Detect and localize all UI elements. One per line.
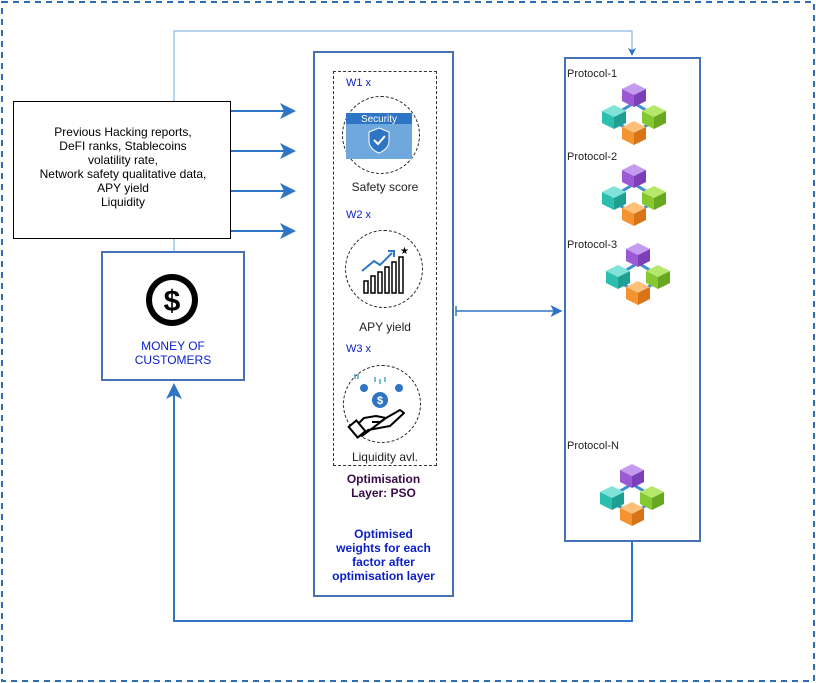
optimisation-note-line: weights for each bbox=[336, 541, 431, 555]
input-data-text: Previous Hacking reports, DeFI ranks, St… bbox=[14, 125, 232, 209]
liquidity-circle: $ bbox=[343, 365, 421, 443]
blockchain-cubes-icon bbox=[600, 464, 664, 526]
input-line: DeFI ranks, Stablecoins bbox=[59, 139, 187, 153]
optimisation-title-line2: Layer: PSO bbox=[351, 486, 416, 500]
blockchain-cubes-icon bbox=[602, 164, 666, 226]
money-of-customers-box: $ MONEY OF CUSTOMERS bbox=[101, 251, 245, 381]
weight-label-w2: W2 x bbox=[346, 209, 372, 221]
security-shield-icon: Security bbox=[346, 113, 412, 159]
input-line: APY yield bbox=[97, 181, 149, 195]
input-line: Network safety qualitative data, bbox=[39, 167, 207, 181]
dollar-coin-icon: $ bbox=[146, 274, 198, 326]
optimisation-note-line: optimisation layer bbox=[332, 569, 435, 583]
factor-label-apy: APY yield bbox=[359, 320, 411, 334]
weight-label-w3: W3 x bbox=[346, 343, 372, 355]
blockchain-cubes-icon bbox=[602, 83, 666, 145]
factor-label-safety: Safety score bbox=[351, 180, 419, 194]
optimisation-note-line: factor after bbox=[352, 555, 415, 569]
feedback-arrow bbox=[166, 383, 633, 622]
growth-chart-icon: ★ bbox=[361, 246, 409, 294]
weight-label-w1: W1 x bbox=[346, 77, 372, 89]
factor-weights-box bbox=[333, 71, 437, 466]
input-line: volatility rate, bbox=[87, 153, 159, 167]
hand-coin-icon: $ bbox=[347, 374, 405, 439]
optimisation-title: Optimisation Layer: PSO bbox=[313, 472, 454, 500]
input-line: Liquidity bbox=[100, 195, 146, 209]
input-line: Previous Hacking reports, bbox=[54, 125, 192, 139]
svg-text:$: $ bbox=[377, 395, 383, 407]
input-data-box: Previous Hacking reports, DeFI ranks, St… bbox=[13, 101, 231, 239]
svg-text:★: ★ bbox=[400, 246, 409, 257]
protocol-label-n: Protocol-N bbox=[567, 440, 619, 452]
security-circle: Security bbox=[342, 96, 420, 174]
protocol-label-3: Protocol-3 bbox=[567, 239, 618, 251]
money-label-line2: CUSTOMERS bbox=[134, 353, 212, 367]
blockchain-cubes-icon bbox=[606, 243, 670, 305]
svg-text:$: $ bbox=[164, 285, 181, 318]
protocol-label-2: Protocol-2 bbox=[567, 151, 618, 163]
optimisation-note: Optimised weights for each factor after … bbox=[313, 527, 454, 583]
security-badge-text: Security bbox=[361, 114, 397, 125]
money-label-line1: MONEY OF bbox=[141, 339, 205, 353]
factor-label-liquidity: Liquidity avl. bbox=[351, 450, 419, 464]
protocol-label-1: Protocol-1 bbox=[567, 68, 618, 80]
optimisation-title-line1: Optimisation bbox=[346, 472, 421, 486]
optimisation-note-line: Optimised bbox=[354, 527, 413, 541]
apy-circle: ★ bbox=[345, 230, 423, 308]
